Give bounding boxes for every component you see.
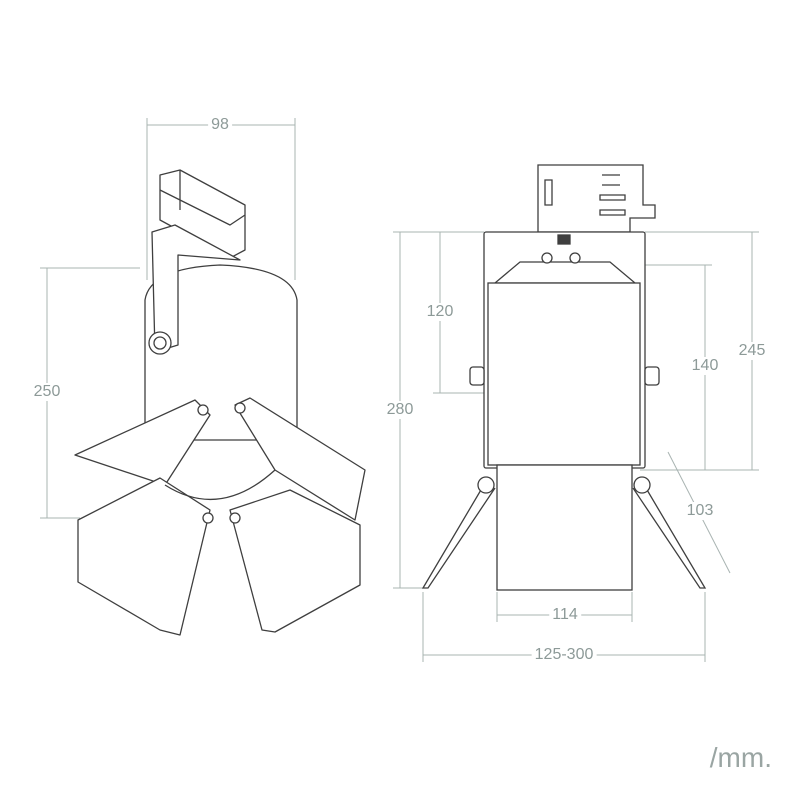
cylinder-body — [144, 264, 298, 441]
dimension-height-body: 140 — [688, 357, 722, 375]
lamp-body — [487, 282, 641, 466]
spring-clip-left — [421, 477, 496, 589]
unit-label: /mm. — [709, 742, 772, 773]
heat-sink — [493, 261, 637, 284]
dimension-clip-length: 103 — [683, 502, 717, 520]
barn-door-left-bottom — [77, 477, 211, 636]
front-view-luminaire — [74, 169, 366, 636]
track-adapter — [537, 164, 656, 233]
spring-clip-right — [632, 477, 707, 589]
barn-door-left-top — [74, 399, 211, 486]
dimension-width-top: 98 — [208, 116, 232, 134]
dimension-height-bracket: 120 — [423, 303, 457, 321]
barn-door-right-top — [234, 397, 366, 521]
side-knob-left — [469, 366, 485, 386]
barn-door-right-bottom — [229, 489, 361, 633]
dimension-height-right: 245 — [735, 342, 769, 360]
dimension-height-total: 280 — [383, 401, 417, 419]
lamp-tube — [496, 464, 633, 591]
dimension-height-left: 250 — [30, 383, 64, 401]
dimension-tube-width: 114 — [549, 606, 581, 624]
dimension-cutout-range: 125-300 — [531, 646, 597, 664]
side-knob-right — [644, 366, 660, 386]
side-view-luminaire — [421, 164, 707, 591]
